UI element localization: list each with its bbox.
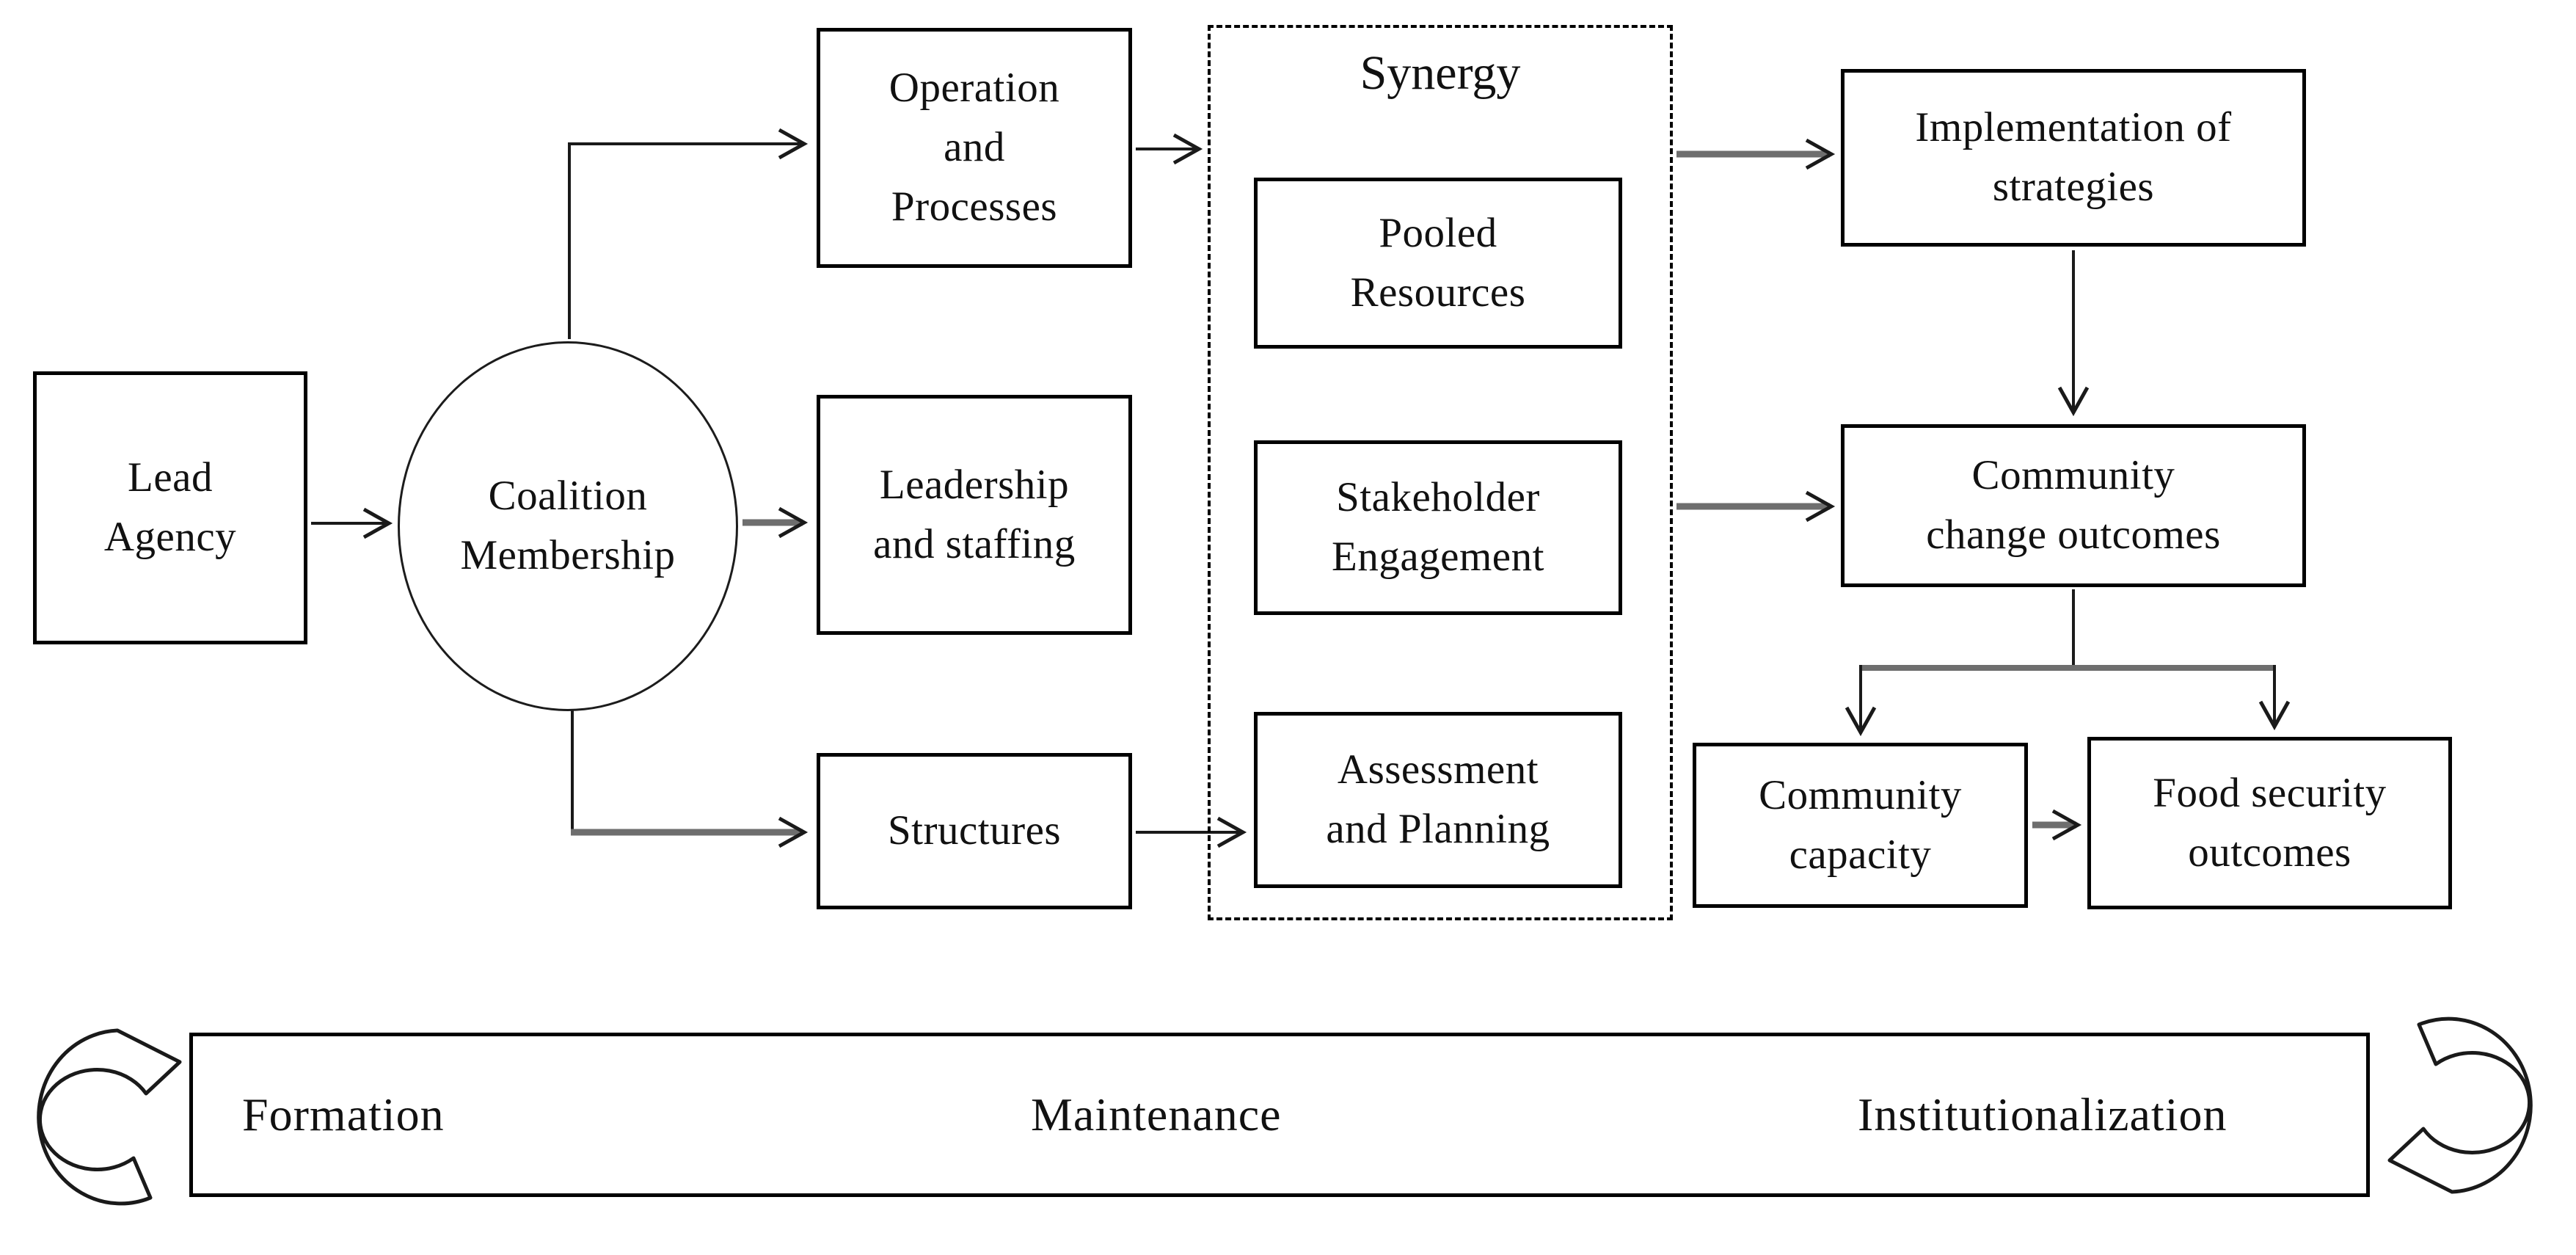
node-stakeholder-engagement: Stakeholder Engagement (1254, 440, 1622, 615)
node-operation-processes: Operation and Processes (817, 28, 1132, 268)
stage-maintenance: Maintenance (1031, 1088, 1282, 1141)
cycle-arrow-left-icon (37, 1028, 182, 1206)
node-lead-agency: Lead Agency (33, 371, 307, 644)
node-assessment-planning: Assessment and Planning (1254, 712, 1622, 888)
node-leadership-staffing: Leadership and staffing (817, 395, 1132, 635)
stage-formation: Formation (242, 1088, 445, 1141)
group-synergy: Synergy (1208, 25, 1673, 920)
node-pooled-resources: Pooled Resources (1254, 178, 1622, 349)
arrow-membership-to-operation (568, 128, 809, 339)
cycle-arrow-right-icon (2390, 1019, 2531, 1192)
node-structures: Structures (817, 753, 1132, 909)
node-food-security-outcomes: Food security outcomes (2087, 737, 2452, 909)
node-community-change-outcomes: Community change outcomes (1841, 424, 2306, 587)
lifecycle-bar: Formation Maintenance Institutionalizati… (189, 1033, 2370, 1197)
stage-institutionalization: Institutionalization (1858, 1088, 2227, 1141)
group-synergy-title: Synergy (1360, 46, 1521, 100)
node-implementation-strategies: Implementation of strategies (1841, 69, 2306, 247)
node-coalition-membership: Coalition Membership (398, 341, 738, 711)
node-community-capacity: Community capacity (1693, 743, 2028, 908)
